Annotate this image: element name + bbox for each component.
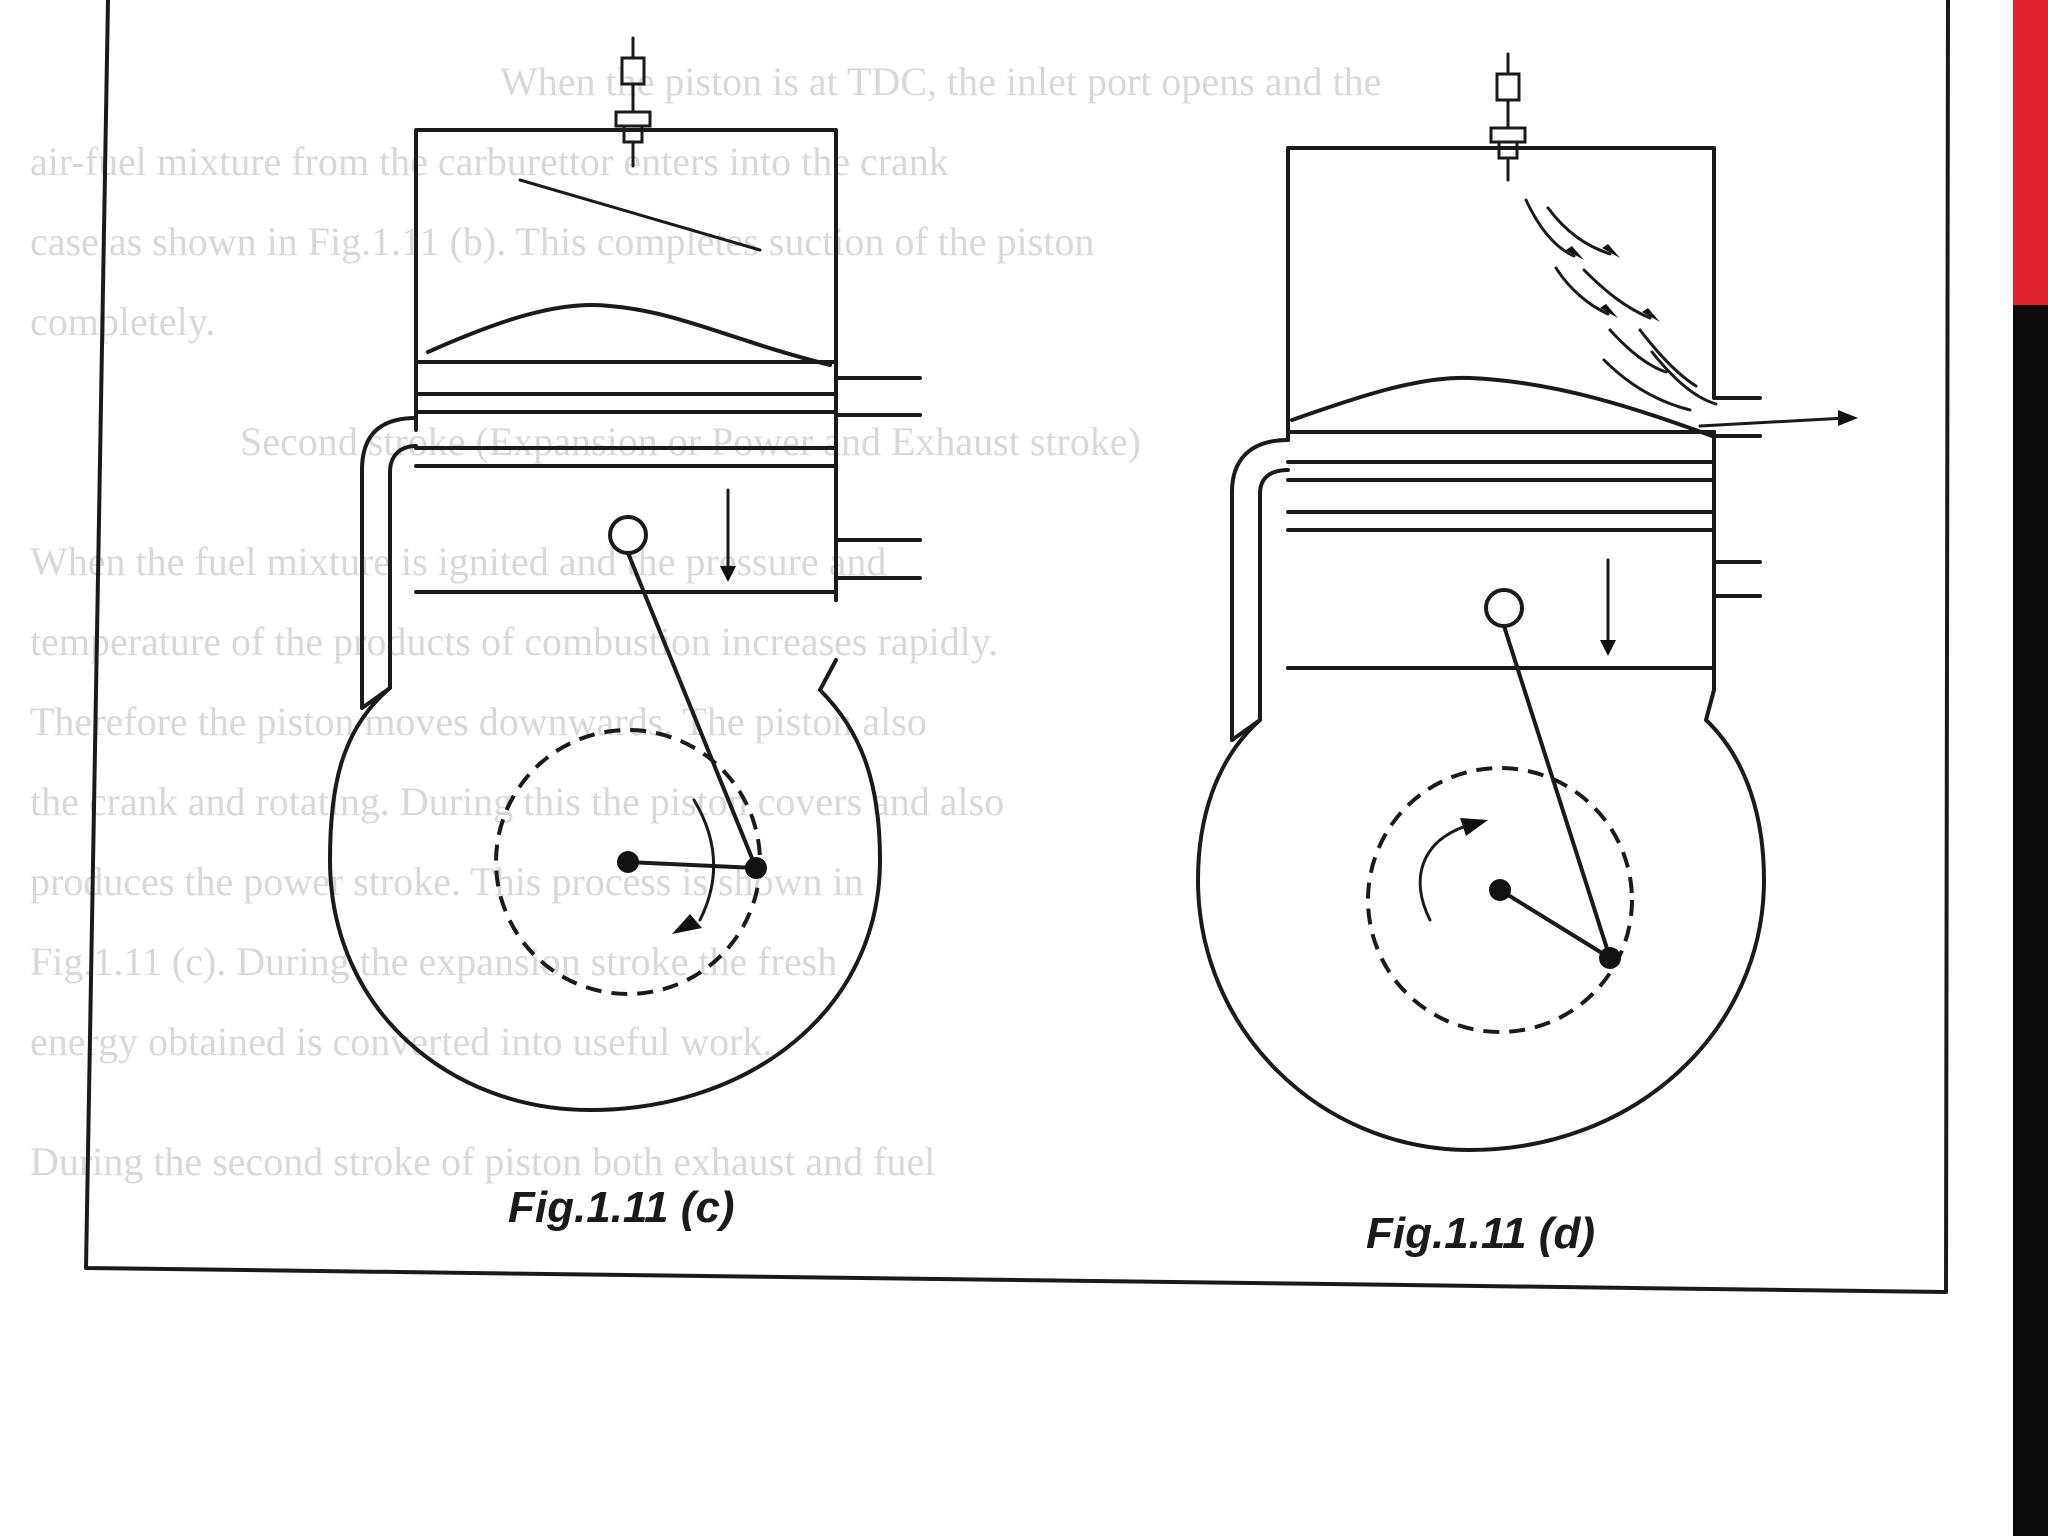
- ghost-line: When the piston is at TDC, the inlet por…: [500, 59, 1381, 104]
- crank-pin-c: [745, 857, 767, 879]
- crankcase-c: [328, 658, 882, 1112]
- piston-crown-c: [426, 302, 832, 367]
- crankshaft-c: [617, 851, 639, 873]
- crankshaft-d: [1489, 879, 1511, 901]
- crank-pin-d: [1599, 947, 1621, 969]
- connecting-rod-d: [1502, 624, 1612, 960]
- crankcase-d: [1196, 688, 1766, 1152]
- piston-motion-arrow-d: [1600, 558, 1616, 656]
- spark-plug-d: [1489, 52, 1527, 182]
- figure-caption-d: Fig.1.11 (d): [1366, 1209, 1595, 1258]
- engine-diagram-c: Fig.1.11 (c): [328, 36, 922, 1232]
- transfer-port-c: [360, 416, 418, 710]
- ghost-line: Fig.1.11 (c). During the expansion strok…: [30, 939, 837, 984]
- ghost-line: Therefore the piston moves downwards. Th…: [30, 699, 927, 744]
- slide-side-accent: [2013, 0, 2048, 305]
- transfer-port-d: [1230, 438, 1290, 742]
- ghost-line: When the fuel mixture is ignited and the…: [30, 539, 886, 584]
- spark-plug-c: [614, 36, 652, 168]
- engine-diagram-d: Fig.1.11 (d): [1196, 52, 1858, 1258]
- rotation-arrow-d: [1418, 818, 1488, 922]
- background-text: When the piston is at TDC, the inlet por…: [30, 59, 1381, 1184]
- connecting-rod-c: [626, 551, 758, 870]
- ghost-line: energy obtained is converted into useful…: [30, 1019, 772, 1064]
- ghost-line: During the second stroke of piston both …: [30, 1139, 935, 1184]
- ghost-line: air-fuel mixture from the carburettor en…: [30, 139, 949, 184]
- exhaust-flow-arrows-d: [1524, 198, 1858, 428]
- rotation-arrow-c: [672, 798, 716, 934]
- piston-motion-arrow-c: [720, 488, 736, 582]
- scanned-figure: When the piston is at TDC, the inlet por…: [30, 0, 1950, 1294]
- figure-frame: [84, 0, 1950, 1294]
- ghost-line: temperature of the products of combustio…: [30, 619, 998, 664]
- crank-circle-d: [1366, 766, 1634, 1034]
- ghost-line: the crank and rotating. During this the …: [30, 779, 1004, 824]
- cylinder-d: [1286, 146, 1762, 442]
- ghost-line: Second stroke (Expansion or Power and Ex…: [240, 419, 1141, 464]
- piston-crown-d: [1290, 375, 1714, 438]
- gudgeon-pin-d: [1484, 588, 1524, 628]
- cylinder-c: [414, 128, 838, 602]
- figure-caption-c: Fig.1.11 (c): [508, 1183, 735, 1232]
- slide-side-bar: [2013, 0, 2048, 1536]
- ghost-line: completely.: [30, 299, 215, 344]
- ghost-line: case as shown in Fig.1.11 (b). This comp…: [30, 219, 1094, 264]
